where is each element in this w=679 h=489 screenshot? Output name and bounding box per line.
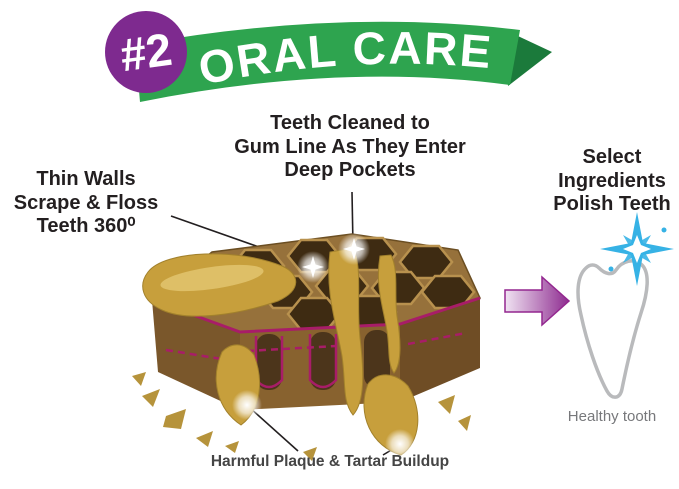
banner-ribbon — [135, 21, 520, 103]
caption-healthy-tooth: Healthy tooth — [567, 408, 657, 425]
glow-dot-icon — [232, 390, 262, 420]
oral-care-banner: ORAL CARE #2 — [105, 11, 552, 103]
number-badge-label: #2 — [117, 23, 175, 82]
dental-chew-illustration — [132, 233, 482, 461]
number-badge — [105, 11, 187, 93]
caption-plaque-tartar: Harmful Plaque & Tartar Buildup — [210, 453, 450, 470]
chew-wall-slots — [256, 330, 390, 390]
arrow-right-icon — [504, 275, 571, 327]
healthy-tooth-illustration — [576, 259, 649, 399]
sparkle-icon — [600, 212, 674, 286]
chew-crumbs — [132, 372, 471, 461]
callout-select-ingredients: Select Ingredients Polish Teeth — [553, 146, 671, 216]
plaque-teeth — [142, 247, 419, 456]
glow-dots — [232, 233, 415, 459]
chew-right-face — [400, 298, 480, 402]
callout-teeth-cleaned: Teeth Cleaned to Gum Line As They Enter … — [234, 112, 466, 182]
glow-dot-icon — [385, 429, 415, 459]
callout-thin-walls: Thin Walls Scrape & Floss Teeth 360⁰ — [13, 168, 159, 238]
tooth-drip-small — [377, 254, 401, 374]
tooth-drip-large — [328, 247, 364, 416]
